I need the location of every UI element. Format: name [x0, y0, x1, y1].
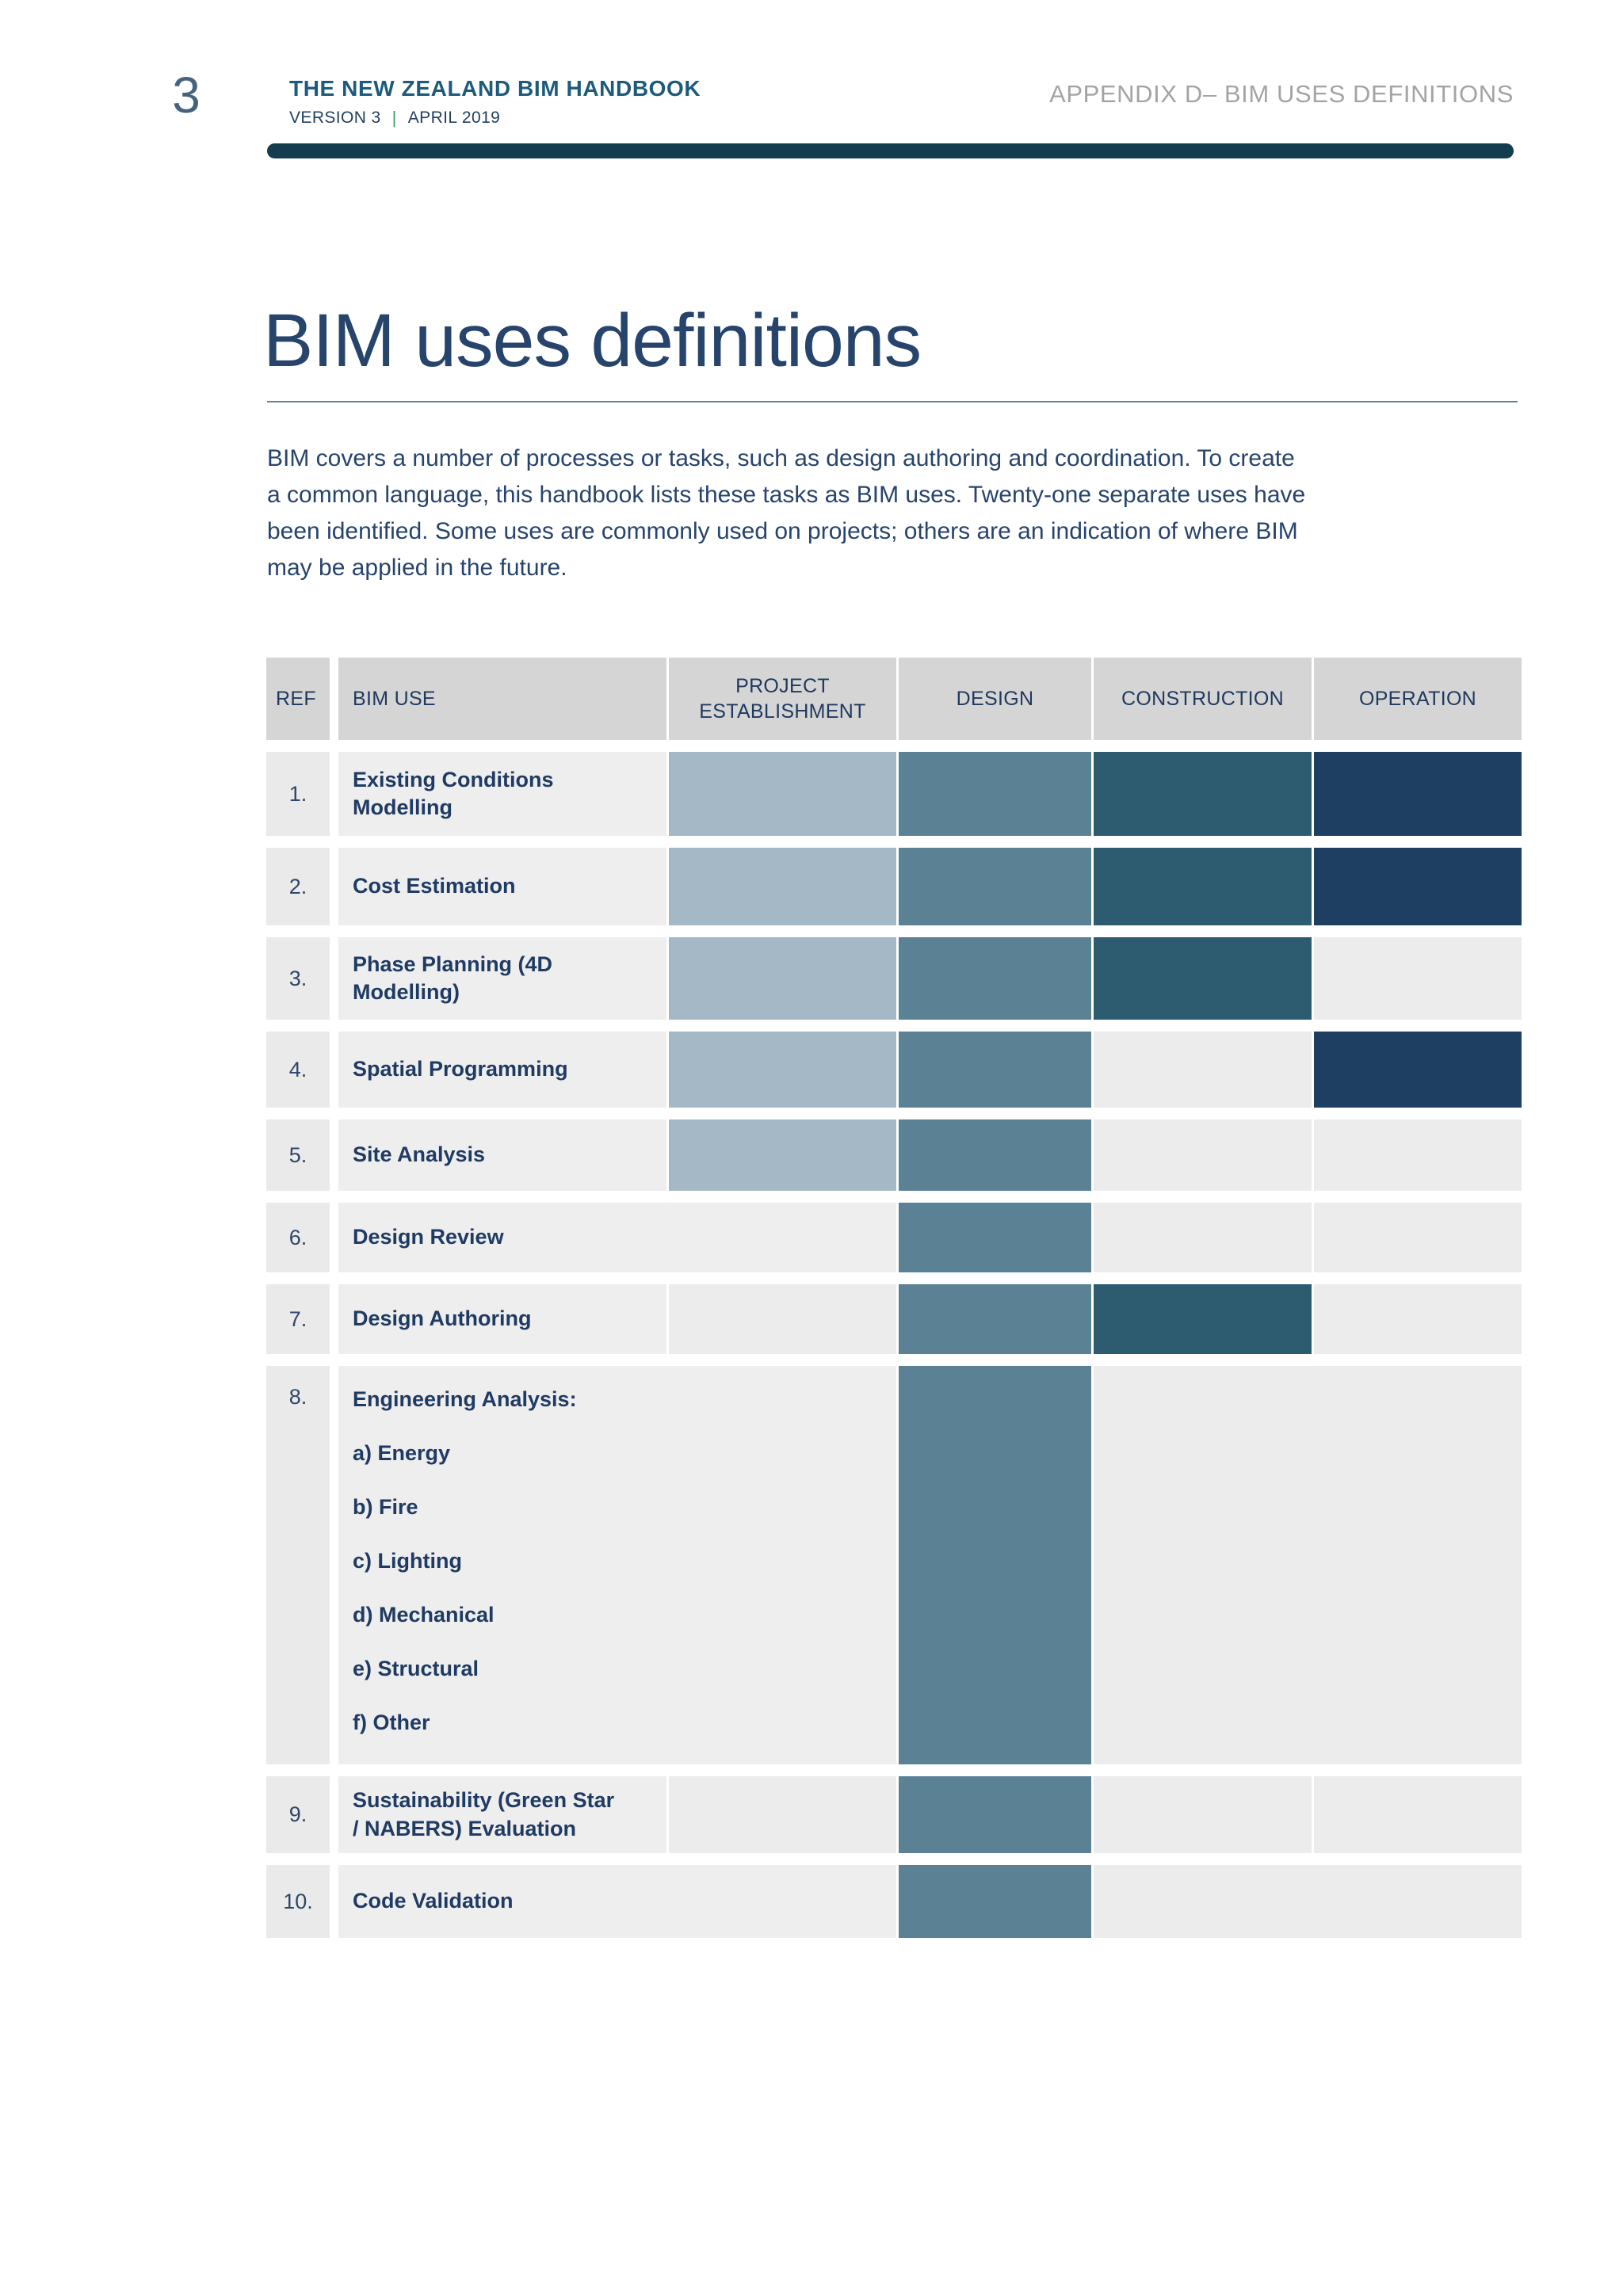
bim-use-cell: Design Review — [338, 1203, 896, 1272]
col-header-operation: OPERATION — [1314, 658, 1522, 740]
bim-use-cell: Phase Planning (4D Modelling) — [338, 937, 666, 1020]
phase-cell-design — [899, 1203, 1091, 1272]
bim-use-cell: Sustainability (Green Star / NABERS) Eva… — [338, 1776, 666, 1853]
handbook-title: THE NEW ZEALAND BIM HANDBOOK — [289, 76, 701, 101]
engineering-analysis-sub-item: e) Structural — [353, 1657, 479, 1680]
phase-cell-operation — [1314, 752, 1522, 836]
phase-cell-operation — [1314, 848, 1522, 925]
intro-paragraph: BIM covers a number of processes or task… — [267, 445, 1306, 581]
engineering-analysis-sub-item: f) Other — [353, 1711, 430, 1734]
phase-cell-construction-operation — [1094, 1366, 1522, 1764]
appendix-title: APPENDIX D– BIM USES DEFINITIONS — [1049, 80, 1514, 108]
engineering-analysis-sub-item: c) Lighting — [353, 1549, 462, 1573]
page-title: BIM uses definitions — [263, 299, 922, 383]
phase-cell-design — [899, 1865, 1091, 1938]
ref-cell: 9. — [266, 1776, 330, 1853]
phase-cell-construction — [1094, 937, 1312, 1020]
table-row: 4.Spatial Programming — [266, 1032, 1522, 1108]
table-row: 7.Design Authoring — [266, 1284, 1522, 1354]
phase-cell-design — [899, 848, 1091, 925]
phase-cell-operation — [1314, 1119, 1522, 1191]
col-header-ref: REF — [266, 658, 330, 740]
phase-cell-design — [899, 1776, 1091, 1853]
phase-cell-construction — [1094, 848, 1312, 925]
handbook-brand: THE NEW ZEALAND BIM HANDBOOK VERSION 3 |… — [289, 76, 701, 128]
phase-cell-construction — [1094, 1119, 1312, 1191]
table-row: 1.Existing Conditions Modelling — [266, 752, 1522, 836]
handbook-subtitle: VERSION 3 | APRIL 2019 — [289, 108, 701, 128]
ref-cell: 4. — [266, 1032, 330, 1108]
phase-cell-design — [899, 1119, 1091, 1191]
ref-cell: 2. — [266, 848, 330, 925]
phase-cell-construction — [1094, 1776, 1312, 1853]
engineering-analysis-sub-item: d) Mechanical — [353, 1603, 495, 1627]
phase-cell-operation — [1314, 1203, 1522, 1272]
phase-cell-design — [899, 1032, 1091, 1108]
table-row: 2.Cost Estimation — [266, 848, 1522, 925]
date-label: APRIL 2019 — [407, 108, 501, 127]
phase-cell-construction — [1094, 752, 1312, 836]
phase-cell-project-establishment — [669, 752, 896, 836]
phase-cell-project-establishment — [669, 937, 896, 1020]
ref-cell: 8. — [266, 1366, 330, 1764]
engineering-analysis-heading: Engineering Analysis: — [353, 1387, 577, 1411]
title-underline — [267, 401, 1518, 402]
phase-cell-operation — [1314, 1776, 1522, 1853]
table-row: 3.Phase Planning (4D Modelling) — [266, 937, 1522, 1020]
ref-cell: 6. — [266, 1203, 330, 1272]
engineering-analysis-sub-item: b) Fire — [353, 1495, 418, 1519]
phase-cell-design — [899, 1284, 1091, 1354]
phase-cell-construction — [1094, 1284, 1312, 1354]
bim-use-cell: Design Authoring — [338, 1284, 666, 1354]
table-row: 5.Site Analysis — [266, 1119, 1522, 1191]
subtitle-divider: | — [391, 107, 397, 128]
ref-cell: 1. — [266, 752, 330, 836]
ref-cell: 7. — [266, 1284, 330, 1354]
phase-cell-design — [899, 1366, 1091, 1764]
ref-cell: 5. — [266, 1119, 330, 1191]
bim-use-cell: Existing Conditions Modelling — [338, 752, 666, 836]
phase-cell-operation — [1314, 1032, 1522, 1108]
bim-use-cell: Code Validation — [338, 1865, 896, 1938]
table-row: 8. Engineering Analysis: a) Energy b) Fire c… — [266, 1366, 1522, 1764]
table-row: 10.Code Validation — [266, 1865, 1522, 1938]
bim-use-label: Engineering Analysis: a) Energy b) Fire c) … — [353, 1372, 577, 1749]
phase-cell-construction-operation — [1094, 1865, 1522, 1938]
phase-cell-project-establishment — [669, 1776, 896, 1853]
bim-uses-table: REF BIM USE PROJECT ESTABLISHMENT DESIGN… — [266, 658, 1522, 1938]
bim-use-cell: Engineering Analysis: a) Energy b) Fire c) … — [338, 1366, 896, 1764]
phase-cell-operation — [1314, 937, 1522, 1020]
col-header-project-establishment: PROJECT ESTABLISHMENT — [669, 658, 896, 740]
table-row: 6.Design Review — [266, 1203, 1522, 1272]
phase-cell-construction — [1094, 1032, 1312, 1108]
table-header-row: REF BIM USE PROJECT ESTABLISHMENT DESIGN… — [266, 658, 1522, 740]
phase-cell-operation — [1314, 1284, 1522, 1354]
ref-cell: 3. — [266, 937, 330, 1020]
bim-use-cell: Spatial Programming — [338, 1032, 666, 1108]
header-rule-bar — [267, 143, 1514, 158]
engineering-analysis-sub-item: a) Energy — [353, 1441, 451, 1465]
phase-cell-design — [899, 937, 1091, 1020]
phase-cell-project-establishment — [669, 1284, 896, 1354]
col-header-design: DESIGN — [899, 658, 1091, 740]
bim-use-cell: Site Analysis — [338, 1119, 666, 1191]
col-header-construction: CONSTRUCTION — [1094, 658, 1312, 740]
bim-use-cell: Cost Estimation — [338, 848, 666, 925]
phase-cell-project-establishment — [669, 848, 896, 925]
ref-cell: 10. — [266, 1865, 330, 1938]
phase-cell-project-establishment — [669, 1119, 896, 1191]
phase-cell-project-establishment — [669, 1032, 896, 1108]
phase-cell-construction — [1094, 1203, 1312, 1272]
phase-cell-design — [899, 752, 1091, 836]
page-number: 3 — [172, 67, 200, 124]
version-label: VERSION 3 — [289, 108, 381, 127]
col-header-bim-use: BIM USE — [338, 658, 666, 740]
table-row: 9.Sustainability (Green Star / NABERS) E… — [266, 1776, 1522, 1853]
